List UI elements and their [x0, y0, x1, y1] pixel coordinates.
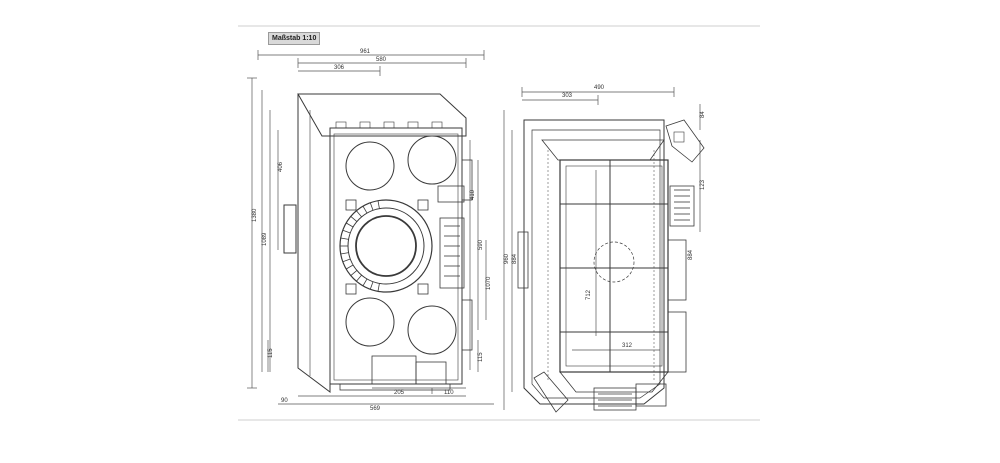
dim-front-inner-width: 580: [376, 57, 387, 63]
plan-dimension-labels: 490 303 960 884 84 123 884 712 312: [504, 85, 706, 349]
dim-plan-overall-width: 490: [594, 85, 605, 91]
plan-inner-box: [559, 159, 669, 373]
dim-front-height-2: 1089: [262, 232, 268, 246]
dim-front-height-6: 1070: [486, 276, 492, 290]
plan-dimension-lines: [503, 87, 701, 410]
front-top-tabs: [335, 121, 443, 129]
plan-corner-bracket-top: [665, 119, 705, 163]
plan-inner-top-face: [541, 139, 665, 161]
dim-plan-half-width: 303: [562, 93, 573, 99]
ring-tick: [340, 252, 349, 255]
ring-tick: [350, 270, 358, 276]
dim-plan-right-mid: 123: [700, 179, 706, 190]
front-flue-ring-outer: [339, 199, 433, 293]
dim-front-height-5: 590: [478, 239, 484, 250]
dim-front-height-7-left: 115: [268, 348, 274, 358]
front-hood: [297, 93, 467, 137]
ring-tick: [369, 202, 374, 211]
ring-tick: [345, 264, 354, 270]
front-flue-ring-ticks: [340, 200, 380, 292]
ring-tick: [356, 274, 362, 282]
front-flue-ring-mid: [347, 207, 425, 285]
dim-front-half-width: 306: [334, 65, 345, 71]
ring-tick: [342, 258, 351, 263]
plan-inner-grid: [560, 160, 668, 372]
ring-tick: [350, 216, 358, 222]
front-top-dimensions: [257, 50, 485, 76]
ring-tick: [369, 281, 374, 290]
plan-left-handle: [517, 231, 529, 289]
dim-front-height-7: 115: [478, 352, 484, 362]
ring-tick: [342, 229, 351, 234]
plan-bottom-mechanism: [593, 383, 667, 411]
dim-plan-depth-inner: 884: [512, 253, 518, 264]
ring-tick: [377, 200, 380, 209]
dim-front-height-1: 1380: [252, 208, 258, 222]
ring-tick: [340, 237, 349, 240]
front-burner-bottom-left: [345, 297, 395, 347]
front-right-mechanics: [437, 159, 473, 351]
ring-tick: [362, 278, 368, 287]
plan-view: 490 303 960 884 84 123 884 712 312: [503, 85, 706, 413]
dim-front-bottom-width: 569: [370, 406, 381, 412]
front-left-handle: [283, 204, 297, 254]
front-right-dimensions: [469, 140, 487, 372]
front-view: 961 580 306 1380 1089 406 410 590 1070 1…: [247, 49, 494, 412]
dim-front-height-3: 406: [278, 161, 284, 172]
dim-plan-right-depth: 884: [688, 249, 694, 260]
dim-plan-inner-depth: 712: [586, 289, 592, 300]
ring-tick: [345, 222, 354, 228]
front-left-panel: [297, 94, 331, 393]
front-bottom-feet: [339, 355, 451, 391]
dim-front-bottom-mid: 205: [394, 390, 405, 396]
ring-tick: [377, 283, 380, 292]
front-left-dimensions: [247, 77, 279, 389]
dim-front-bottom-right: 110: [444, 390, 454, 396]
dim-plan-right-offset: 84: [700, 111, 706, 118]
ring-tick: [362, 205, 368, 214]
front-burner-top-right: [407, 135, 457, 185]
plan-dashed-lines: [547, 150, 655, 380]
dim-front-bottom-left: 90: [281, 398, 288, 404]
dim-front-height-4: 410: [470, 189, 476, 200]
plan-right-mechanics: [667, 185, 695, 373]
plan-bottom-face: [559, 371, 669, 393]
front-burner-top-left: [345, 141, 395, 191]
dim-plan-inner-width: 312: [622, 343, 633, 349]
scale-label: Maßstab 1:10: [268, 32, 321, 45]
dim-front-overall-width: 961: [360, 49, 371, 55]
ring-tick: [356, 210, 362, 218]
plan-outer-frame: [523, 119, 665, 405]
front-flue-ring-inner: [355, 215, 417, 277]
plan-corner-bracket-bottom: [533, 371, 569, 413]
front-burner-bottom-right: [407, 305, 457, 355]
front-dimension-labels: 961 580 306 1380 1089 406 410 590 1070 1…: [252, 49, 492, 412]
plan-center-circle: [593, 241, 635, 283]
front-ring-brackets: [345, 199, 429, 295]
dim-plan-depth-left: 960: [504, 253, 510, 264]
